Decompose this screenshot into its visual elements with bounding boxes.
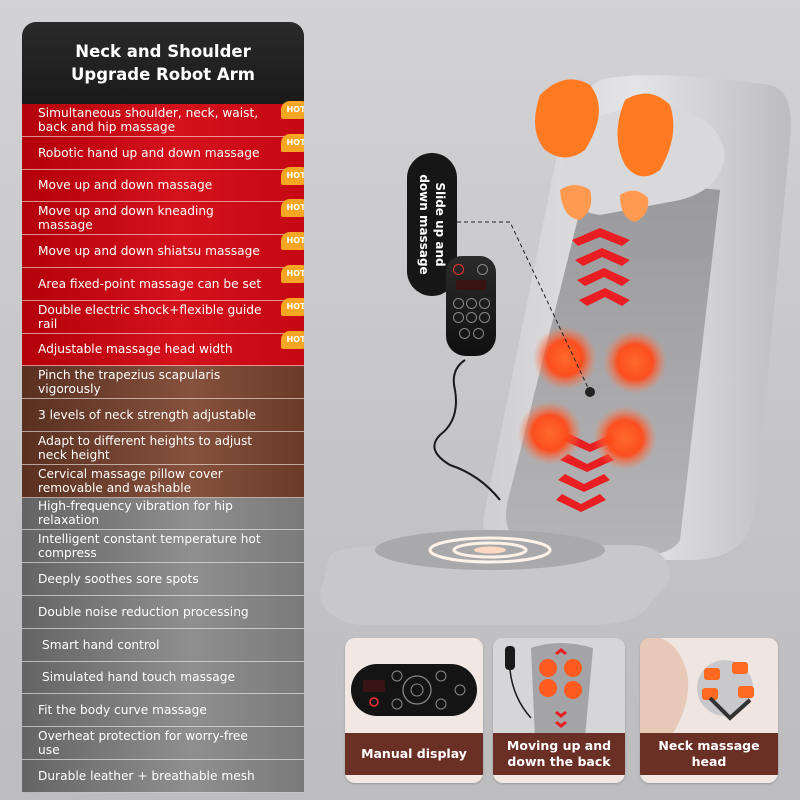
massage-cushion-illustration — [320, 75, 791, 625]
feature-text: Simulated hand touch massage — [42, 670, 235, 685]
remote-button[interactable] — [466, 312, 477, 323]
callout-line — [457, 221, 591, 393]
remote-cable — [433, 359, 501, 501]
card-manual-display: Manual display — [345, 638, 483, 783]
feature-text: Double noise reduction processing — [38, 604, 249, 619]
feature-item: Cervical massage pillow cover removable … — [22, 464, 304, 498]
back-massage-illustration — [493, 638, 625, 738]
feature-text: Simultaneous shoulder, neck, waist, back… — [38, 105, 259, 134]
feature-item: Overheat protection for worry-free use — [22, 727, 304, 760]
neck-head-illustration — [640, 638, 778, 738]
remote-button[interactable] — [453, 312, 464, 323]
remote-control — [446, 256, 496, 356]
card-moving-up-down: Moving up and down the back — [493, 638, 625, 783]
feature-item: Smart hand control — [22, 628, 304, 662]
feature-item: Fit the body curve massage — [22, 694, 304, 728]
feature-text: Move up and down kneading massage — [38, 204, 214, 233]
remote-button[interactable] — [479, 312, 490, 323]
hot-badge: HOT — [281, 101, 304, 119]
feature-item: Adjustable massage head width HOT — [22, 330, 304, 367]
feature-text: Intelligent constant temperature hot com… — [38, 532, 261, 561]
feature-item: Simulated hand touch massage — [22, 661, 304, 695]
shoulder-node-right — [620, 190, 649, 222]
shoulder-node-left — [560, 185, 592, 220]
feature-item: Durable leather + breathable mesh — [22, 759, 304, 793]
heat-node-4 — [593, 406, 657, 470]
hot-badge: HOT — [281, 166, 304, 185]
feature-text: Area fixed-point massage can be set — [38, 276, 262, 291]
feature-text: Pinch the trapezius scapularis vigorousl… — [38, 368, 221, 397]
panel-title: Neck and Shoulder Upgrade Robot Arm — [71, 42, 255, 84]
feature-item: Robotic hand up and down massage HOT — [22, 133, 304, 170]
heat-node-2 — [603, 330, 667, 394]
vibration-center — [474, 546, 506, 554]
card-label: Manual display — [345, 733, 483, 775]
feature-text: Overheat protection for worry-free use — [38, 729, 248, 758]
feature-text: Robotic hand up and down massage — [38, 145, 260, 160]
neck-kneader-right — [617, 93, 674, 177]
callout-dot — [585, 387, 595, 397]
feature-text: Move up and down massage — [38, 178, 213, 193]
feature-item: Double electric shock+flexible guide rai… — [22, 297, 304, 334]
feature-text: Double electric shock+flexible guide rai… — [38, 302, 262, 331]
feature-item: 3 levels of neck strength adjustable — [22, 399, 304, 432]
feature-item: High-frequency vibration for hip relaxat… — [22, 497, 304, 531]
hot-badge: HOT — [281, 264, 304, 283]
feature-text: High-frequency vibration for hip relaxat… — [38, 499, 233, 528]
feature-item: Adapt to different heights to adjust nec… — [22, 431, 304, 465]
seat-cushion — [320, 545, 670, 625]
feature-item: Double noise reduction processing — [22, 595, 304, 629]
remote-button[interactable] — [473, 328, 484, 339]
neck-kneader-left — [535, 79, 599, 158]
remote-button[interactable] — [453, 298, 464, 309]
feature-panel: Neck and Shoulder Upgrade Robot Arm Simu… — [22, 22, 304, 800]
heat-node-1 — [533, 326, 597, 390]
feature-text: Smart hand control — [42, 637, 160, 652]
feature-item: Move up and down kneading massage HOT — [22, 199, 304, 236]
panel-header: Neck and Shoulder Upgrade Robot Arm — [22, 22, 304, 104]
vibration-ring-inner — [452, 541, 528, 559]
feature-text: Adapt to different heights to adjust nec… — [38, 433, 253, 462]
feature-text: 3 levels of neck strength adjustable — [38, 408, 257, 423]
vibration-ring-outer — [428, 536, 552, 564]
hot-badge: HOT — [281, 330, 304, 349]
card-label: Moving up and down the back — [493, 733, 625, 775]
remote-button[interactable] — [477, 264, 488, 275]
remote-display — [456, 280, 486, 290]
feature-item: Deeply soothes sore spots — [22, 563, 304, 596]
manual-display-illustration — [351, 664, 477, 716]
remote-button[interactable] — [459, 328, 470, 339]
feature-item: Simultaneous shoulder, neck, waist, back… — [22, 101, 304, 137]
feature-text: Fit the body curve massage — [38, 703, 207, 718]
hot-badge: HOT — [281, 297, 304, 316]
feature-item: Move up and down massage HOT — [22, 166, 304, 203]
card-neck-massage-head: Neck massage head — [640, 638, 778, 783]
feature-text: Adjustable massage head width — [38, 342, 233, 357]
feature-text: Move up and down shiatsu massage — [38, 244, 260, 259]
feature-item: Pinch the trapezius scapularis vigorousl… — [22, 366, 304, 400]
power-button[interactable] — [453, 264, 464, 275]
feature-item: Intelligent constant temperature hot com… — [22, 530, 304, 564]
up-arrows — [572, 228, 630, 306]
hot-badge: HOT — [281, 199, 304, 218]
heat-node-3 — [518, 401, 582, 465]
remote-button[interactable] — [479, 298, 490, 309]
feature-text: Deeply soothes sore spots — [38, 572, 199, 587]
card-label: Neck massage head — [640, 733, 778, 775]
feature-list: Simultaneous shoulder, neck, waist, back… — [22, 101, 304, 793]
feature-text: Durable leather + breathable mesh — [38, 768, 255, 783]
hot-badge: HOT — [281, 232, 304, 251]
feature-text: Cervical massage pillow cover removable … — [38, 466, 223, 495]
hot-badge: HOT — [281, 133, 304, 152]
remote-button[interactable] — [466, 298, 477, 309]
feature-item: Move up and down shiatsu massage HOT — [22, 232, 304, 268]
feature-item: Area fixed-point massage can be set HOT — [22, 264, 304, 301]
